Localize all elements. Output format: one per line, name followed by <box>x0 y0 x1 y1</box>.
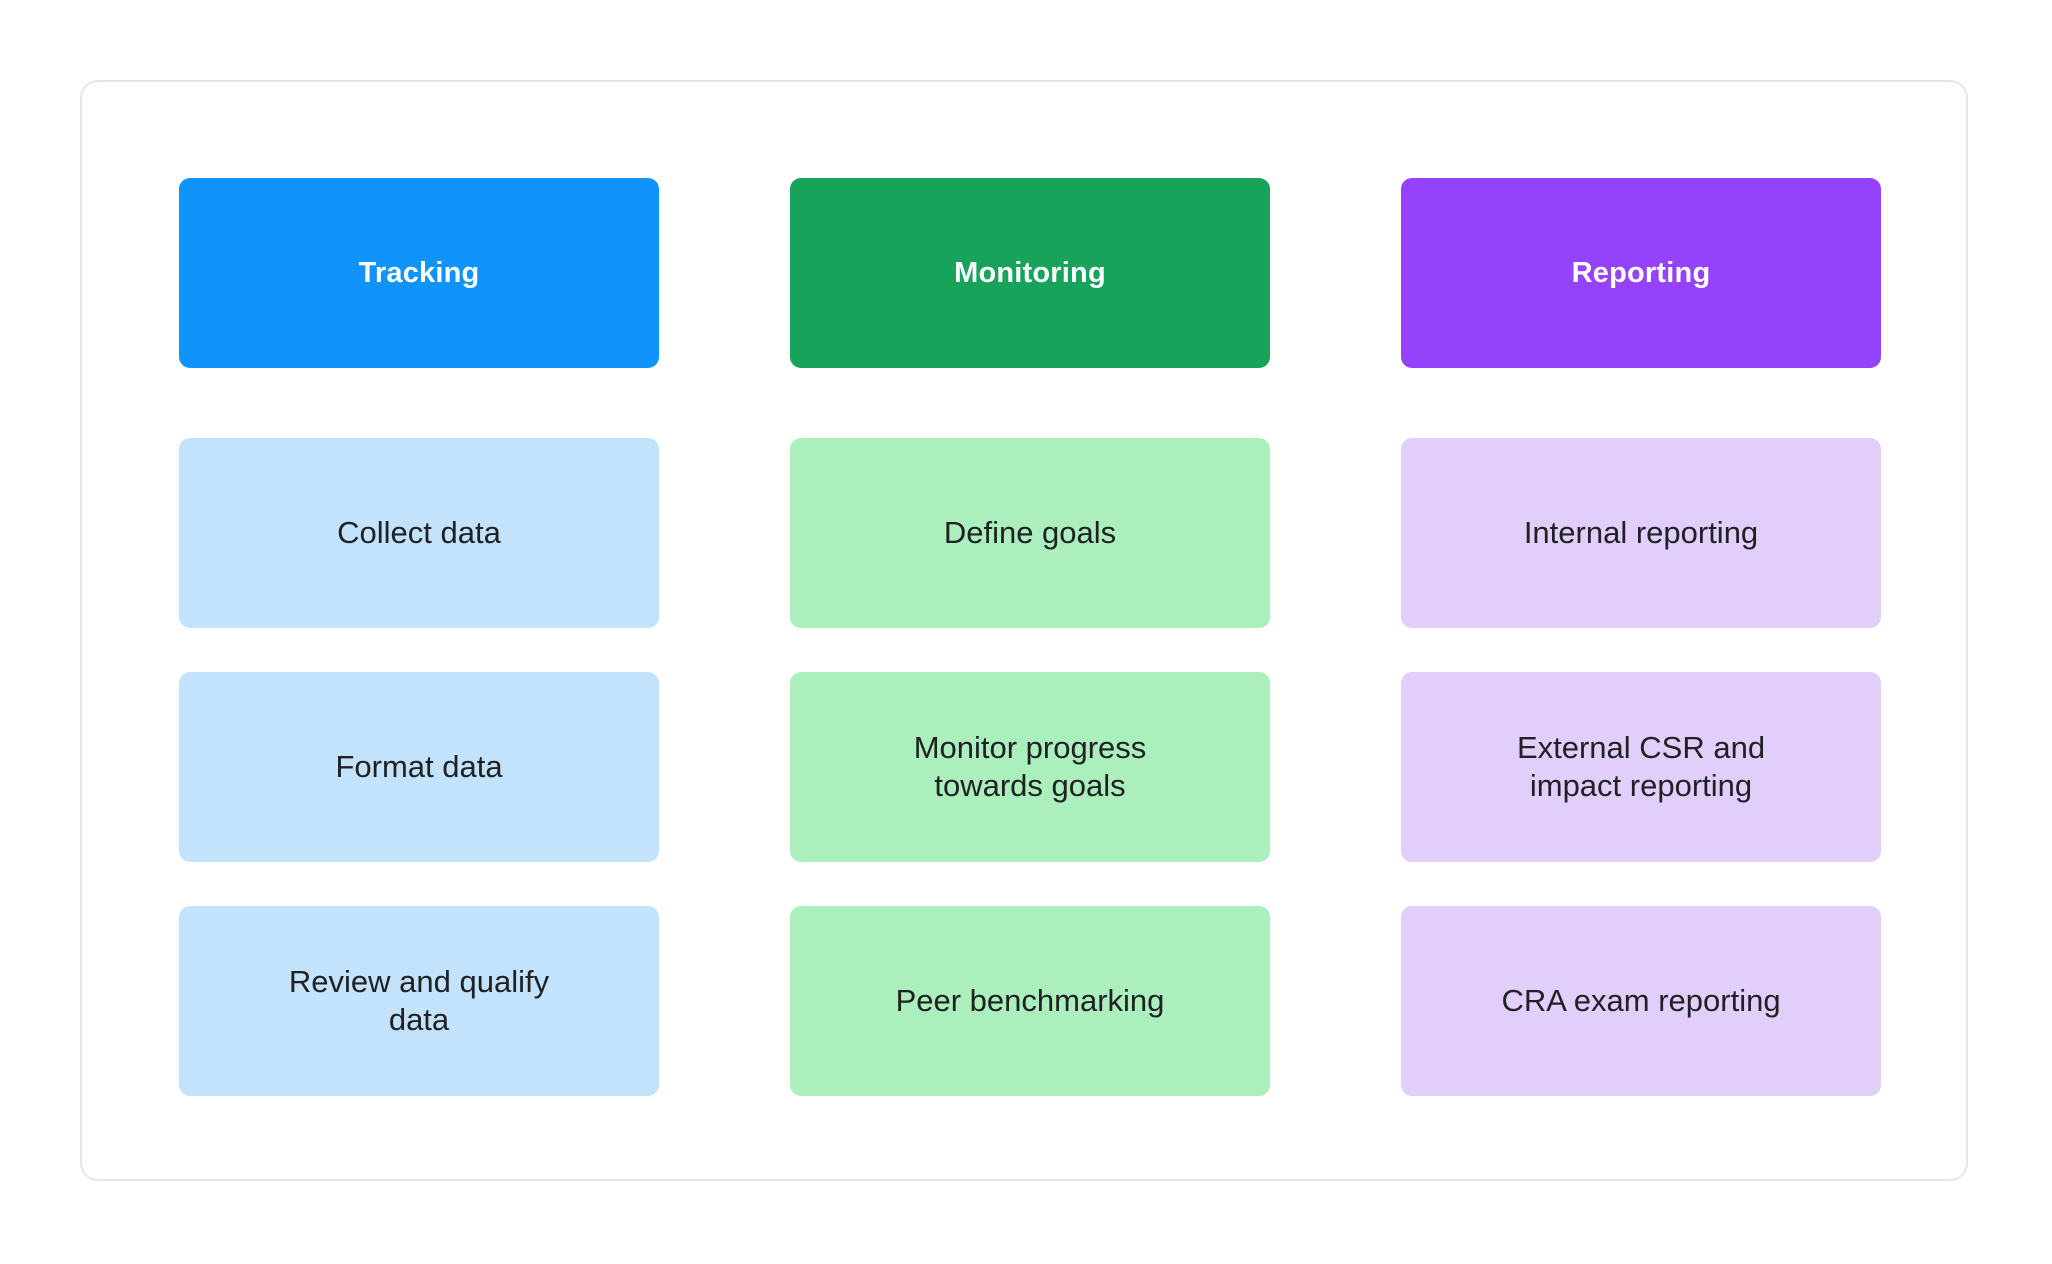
cell-label: Review and qualify data <box>288 964 550 1037</box>
framework-panel: Tracking Collect data Format data Review… <box>80 80 1968 1181</box>
cell-tracking-2[interactable]: Format data <box>179 672 659 862</box>
cell-tracking-1[interactable]: Collect data <box>179 438 659 628</box>
column-header-tracking[interactable]: Tracking <box>179 178 659 368</box>
cell-label: External CSR and impact reporting <box>1516 730 1766 803</box>
cell-tracking-3[interactable]: Review and qualify data <box>179 906 659 1096</box>
cell-reporting-1[interactable]: Internal reporting <box>1401 438 1881 628</box>
cell-label: Monitor progress towards goals <box>913 730 1147 803</box>
column-header-reporting[interactable]: Reporting <box>1401 178 1881 368</box>
cell-reporting-2[interactable]: External CSR and impact reporting <box>1401 672 1881 862</box>
cell-label: Collect data <box>337 515 501 551</box>
column-header-monitoring[interactable]: Monitoring <box>790 178 1270 368</box>
column-tracking: Tracking Collect data Format data Review… <box>179 178 659 1096</box>
column-monitoring: Monitoring Define goals Monitor progress… <box>790 178 1270 1096</box>
column-header-label: Monitoring <box>954 256 1106 289</box>
framework-columns: Tracking Collect data Format data Review… <box>179 178 1881 1096</box>
cell-label: Define goals <box>943 515 1117 551</box>
column-header-label: Tracking <box>358 256 480 289</box>
cell-reporting-3[interactable]: CRA exam reporting <box>1401 906 1881 1096</box>
cell-monitoring-1[interactable]: Define goals <box>790 438 1270 628</box>
cell-label: Peer benchmarking <box>895 983 1165 1019</box>
cell-monitoring-3[interactable]: Peer benchmarking <box>790 906 1270 1096</box>
cell-monitoring-2[interactable]: Monitor progress towards goals <box>790 672 1270 862</box>
column-header-label: Reporting <box>1571 256 1711 289</box>
cell-label: Internal reporting <box>1523 515 1759 551</box>
cell-label: CRA exam reporting <box>1501 983 1781 1019</box>
column-reporting: Reporting Internal reporting External CS… <box>1401 178 1881 1096</box>
cell-label: Format data <box>335 749 503 785</box>
